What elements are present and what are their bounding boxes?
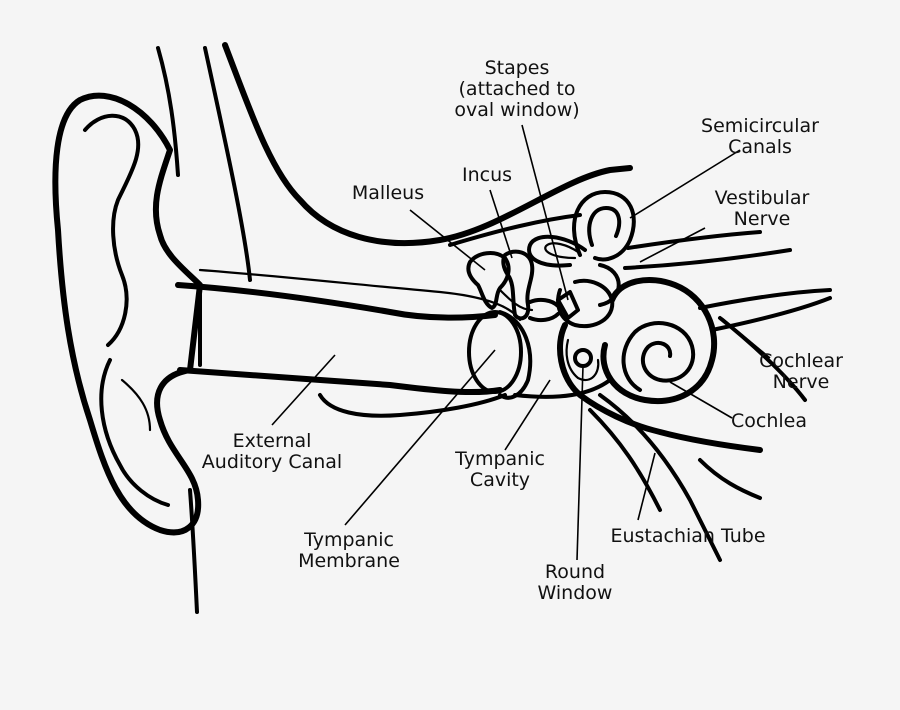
label-stapes: Stapes (attached to oval window) <box>454 57 580 121</box>
head-outline-left <box>156 46 180 177</box>
leader-tympanic-cavity <box>504 379 551 451</box>
label-external-auditory-canal: External Auditory Canal <box>201 430 343 473</box>
ear-canal-bone-lower <box>318 393 507 418</box>
vestibular-nerve-lower <box>623 248 792 270</box>
semicircular-canal-1 <box>572 190 636 262</box>
pinna-inner-fold <box>83 113 141 347</box>
vestibular-nerve-upper <box>626 230 762 250</box>
leader-malleus <box>409 209 486 271</box>
leader-external-auditory-canal <box>271 354 336 426</box>
round-window-rim <box>565 338 600 381</box>
eustachian-tube-lower <box>588 408 662 512</box>
ear-canal-upper <box>175 282 498 321</box>
cochlea-spiral <box>621 321 696 392</box>
leader-stapes <box>521 124 569 301</box>
label-tympanic-cavity: Tympanic Cavity <box>455 448 545 491</box>
pinna-concha <box>120 378 152 432</box>
cochlea-outer <box>600 277 718 404</box>
round-window <box>573 348 593 368</box>
ear-canal-bone-upper <box>198 268 522 322</box>
middle-ear-roof <box>448 213 582 247</box>
tympanic-cavity-floor <box>513 378 612 399</box>
semicircular-canal-1-inner <box>587 206 622 247</box>
stapes-bone <box>528 290 580 323</box>
eustachian-tube-upper <box>598 393 722 562</box>
label-cochlear-nerve: Cochlear Nerve <box>759 350 843 393</box>
leader-cochlear-nerve <box>721 317 771 359</box>
vestibule <box>556 279 615 329</box>
leader-semicircular-canals <box>629 149 741 219</box>
tympanic-ring <box>498 310 533 400</box>
ossicle-joint <box>498 288 534 312</box>
inner-ear-housing <box>557 322 763 453</box>
cochlear-nerve-upper <box>698 288 832 310</box>
leader-incus <box>489 189 513 259</box>
pinna-outer <box>52 92 203 536</box>
label-semicircular-canals: Semicircular Canals <box>701 115 819 158</box>
label-incus: Incus <box>461 164 513 186</box>
semicircular-canal-3 <box>598 263 621 307</box>
semicircular-canal-2-inner <box>544 242 580 260</box>
bone-contour-right <box>718 316 807 402</box>
label-malleus: Malleus <box>351 182 425 204</box>
tympanic-membrane <box>467 310 523 394</box>
leader-cochlea <box>669 381 733 419</box>
eustachian-tube-edge <box>698 458 762 500</box>
label-eustachian-tube: Eustachian Tube <box>610 525 766 547</box>
semicircular-canal-2 <box>527 234 587 268</box>
label-cochlea: Cochlea <box>731 410 807 432</box>
pinna-antihelix <box>99 358 170 507</box>
label-tympanic-membrane: Tympanic Membrane <box>298 529 400 572</box>
ear-canal-lower <box>177 367 503 396</box>
head-outline-lower <box>188 488 199 614</box>
leader-eustachian-tube <box>637 452 656 521</box>
label-round-window: Round Window <box>537 561 613 604</box>
leader-tympanic-membrane <box>344 349 496 526</box>
label-vestibular-nerve: Vestibular Nerve <box>714 187 810 230</box>
incus-bone <box>501 249 535 321</box>
leader-round-window <box>576 365 584 561</box>
leader-vestibular-nerve <box>639 227 706 263</box>
skull-curve-inner <box>203 46 252 282</box>
